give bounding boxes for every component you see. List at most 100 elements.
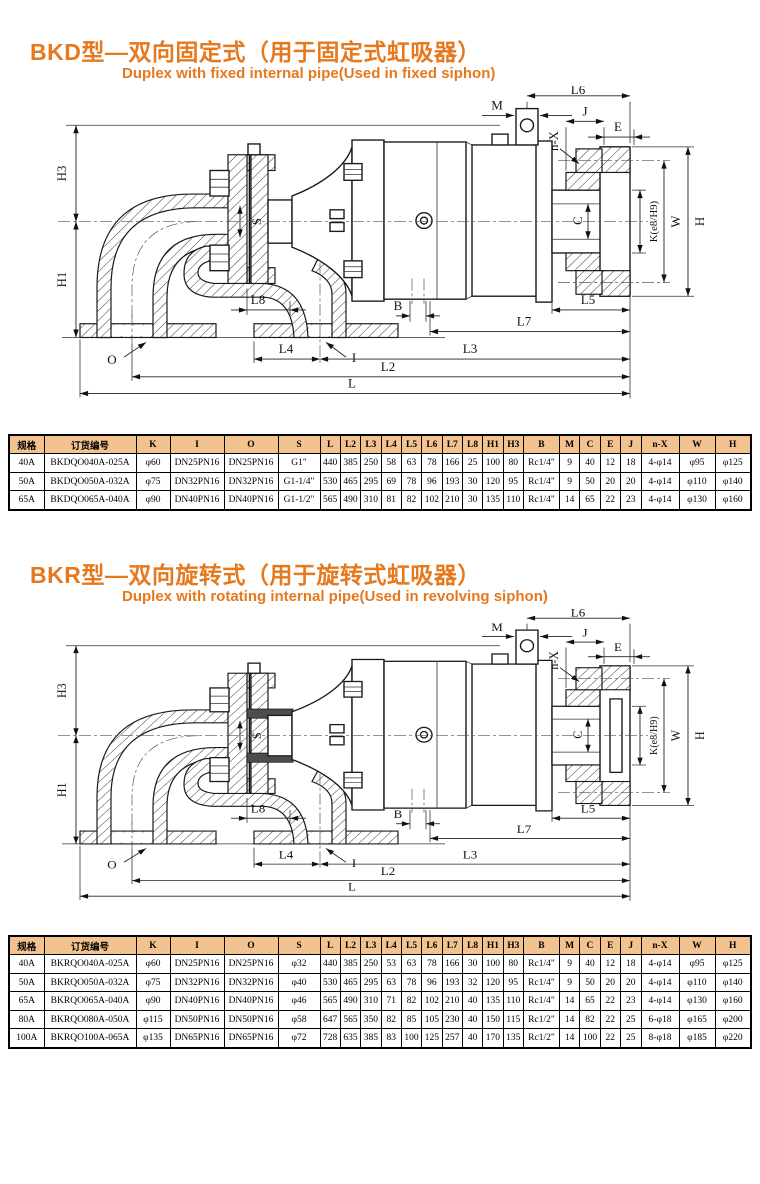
body-bolt-bottom xyxy=(343,260,363,279)
spec-table-cell: 63 xyxy=(400,954,423,974)
spec-table-cell: 18 xyxy=(619,453,642,473)
elbow-inner-wall xyxy=(152,233,229,338)
bkr-section-header: BKR型—双向旋转式（用于旋转式虹吸器） Duplex with rotatin… xyxy=(30,563,760,605)
dim-label-l3: L3 xyxy=(463,848,477,861)
spec-table-cell: 135 xyxy=(482,991,504,1011)
spec-table-cell: 4-φ14 xyxy=(640,453,680,473)
spec-table-cell: Rc1/4" xyxy=(522,490,560,511)
dim-label-w: W xyxy=(669,215,683,228)
spec-table-cell: DN32PN16 xyxy=(223,471,279,492)
spec-table-header-cell: L4 xyxy=(380,935,402,956)
spec-table-cell: 4-φ14 xyxy=(640,972,680,993)
spec-table-header-cell: O xyxy=(223,935,279,956)
return-duct-wall xyxy=(183,757,309,845)
spec-table-cell: 100 xyxy=(482,954,504,974)
spec-table-cell: 63 xyxy=(380,972,402,993)
spec-table-cell: DN65PN16 xyxy=(169,1028,225,1049)
spec-table-header-cell: L5 xyxy=(400,935,423,956)
spec-table-header-cell: 规格 xyxy=(8,434,45,455)
spec-table-cell: 95 xyxy=(502,471,524,492)
spec-table-header-cell: L2 xyxy=(339,935,362,956)
spec-table-header-cell: 订货编号 xyxy=(43,935,137,956)
spec-table-cell: 81 xyxy=(380,490,402,511)
dim-label-b: B xyxy=(394,299,403,313)
spec-table-cell: φ125 xyxy=(714,453,752,473)
spec-table-cell: 100 xyxy=(482,453,504,473)
spec-table-cell: 120 xyxy=(482,471,504,492)
spec-table-cell: DN40PN16 xyxy=(223,991,279,1011)
spec-table-header-cell: H xyxy=(714,434,752,455)
spec-table-cell: φ160 xyxy=(714,991,752,1011)
spec-table-header-cell: M xyxy=(558,434,581,455)
spec-table-cell: 110 xyxy=(502,991,524,1011)
dim-label-l6: L6 xyxy=(571,86,586,97)
spec-table-cell: 82 xyxy=(400,490,423,511)
spec-table-cell: 120 xyxy=(482,972,504,993)
spec-table-cell: 20 xyxy=(619,471,642,492)
spec-table-cell: 385 xyxy=(339,453,362,473)
spec-table-cell: 490 xyxy=(339,490,362,511)
dim-label-h3: H3 xyxy=(55,166,69,182)
spec-table-cell: 295 xyxy=(360,471,382,492)
spec-table-cell: 18 xyxy=(619,954,642,974)
spec-table-cell: 22 xyxy=(599,490,621,511)
dim-label-e: E xyxy=(614,120,622,134)
grease-fitting xyxy=(329,208,345,220)
spec-table-cell: φ130 xyxy=(678,991,716,1011)
spec-table-header-cell: L3 xyxy=(360,935,382,956)
spec-table-header-cell: B xyxy=(522,434,560,455)
dim-label-l3: L3 xyxy=(463,342,477,356)
spec-table-cell: φ32 xyxy=(277,954,321,974)
spec-table-cell: 32 xyxy=(461,972,484,993)
hub-top xyxy=(565,688,605,707)
spec-table-cell: 80A xyxy=(8,1009,45,1030)
spec-table-cell: 82 xyxy=(380,1009,402,1030)
vent-plug xyxy=(491,133,509,146)
spec-table-cell: DN25PN16 xyxy=(223,453,279,473)
spec-table-cell: 105 xyxy=(421,1009,443,1030)
dim-label-e: E xyxy=(614,640,622,653)
vent-plug xyxy=(491,653,509,665)
spec-table-cell: 22 xyxy=(599,1009,621,1030)
spec-table-header-cell: L5 xyxy=(400,434,423,455)
dim-label-h1: H1 xyxy=(55,782,70,797)
spec-table-cell: 40 xyxy=(579,954,601,974)
spec-table-header-cell: E xyxy=(599,434,621,455)
dim-label-l2: L2 xyxy=(381,360,395,374)
spec-table-cell: φ95 xyxy=(678,954,716,974)
spec-table-cell: 310 xyxy=(360,991,382,1011)
spec-table-cell: 14 xyxy=(558,1028,581,1049)
spec-table-cell: 647 xyxy=(319,1009,341,1030)
spec-table-header-cell: M xyxy=(558,935,581,956)
spec-table-cell: 58 xyxy=(380,453,402,473)
spec-table-cell: BKRQO040A-025A xyxy=(43,954,137,974)
spec-table-cell: 80 xyxy=(502,954,524,974)
dim-label-i: I xyxy=(352,351,356,365)
spec-table-cell: BKDQO040A-025A xyxy=(43,453,137,473)
dim-label-nx: n-X xyxy=(547,130,561,151)
spec-table-cell: 310 xyxy=(360,490,382,511)
spec-table-header-cell: L7 xyxy=(441,434,463,455)
flange-top-stud xyxy=(247,662,261,674)
spec-table-header-cell: 规格 xyxy=(8,935,45,956)
dim-label-l7: L7 xyxy=(517,822,531,835)
dim-label-s: S xyxy=(250,732,265,739)
pipe-flange xyxy=(227,672,248,794)
rear-drum xyxy=(471,663,539,806)
spec-table-cell: 20 xyxy=(619,972,642,993)
spec-table-cell: Rc1/4" xyxy=(522,972,560,993)
spec-table-cell: 9 xyxy=(558,471,581,492)
spec-table-cell: 22 xyxy=(599,991,621,1011)
spec-table-cell: Rc1/4" xyxy=(522,954,560,974)
spec-table-cell: 4-φ14 xyxy=(640,991,680,1011)
spec-table-header-cell: H3 xyxy=(502,434,524,455)
dim-label-l8: L8 xyxy=(251,802,265,815)
spec-table-cell: 150 xyxy=(482,1009,504,1030)
spec-table-cell: 22 xyxy=(599,1028,621,1049)
spec-table-header-cell: L2 xyxy=(339,434,362,455)
